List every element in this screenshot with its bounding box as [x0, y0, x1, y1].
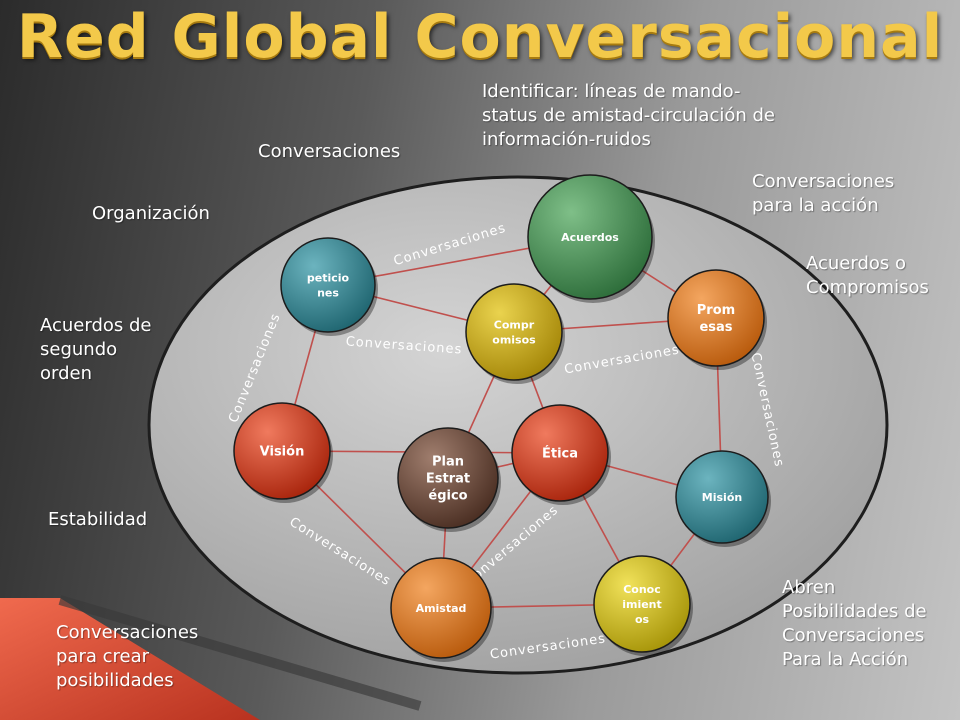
node-circle	[675, 450, 769, 544]
note-estabilidad: Estabilidad	[48, 509, 148, 530]
slide-title: Red Global Conversacional	[16, 2, 944, 72]
node-etica: Ética	[511, 404, 611, 505]
node-label: Ética	[542, 446, 578, 462]
node-circle	[390, 557, 492, 659]
node-circle	[667, 269, 765, 367]
note-crear-posibilidades: Conversaciones para crear posibilidades	[56, 622, 199, 691]
node-label: Visión	[260, 445, 305, 460]
node-circle	[527, 174, 653, 300]
node-circle	[593, 555, 691, 653]
note-conversaciones: Conversaciones	[258, 141, 401, 162]
corner-stripe	[58, 595, 422, 711]
node-circle	[511, 404, 609, 502]
node-circle	[397, 427, 499, 529]
note-organizacion: Organización	[92, 203, 210, 224]
node-circle	[465, 283, 563, 381]
note-para-accion: Conversaciones para la acción	[752, 171, 895, 216]
node-amistad: Amistad	[390, 557, 494, 662]
node-vision: Visión	[233, 402, 333, 503]
corner-band	[0, 598, 260, 720]
node-label: Acuerdos	[561, 231, 619, 244]
note-identificar: Identificar: líneas de mando- status de …	[482, 81, 775, 150]
node-label: Misión	[702, 491, 742, 504]
node-circle	[233, 402, 331, 500]
note-segundo-orden: Acuerdos de segundo orden	[40, 315, 152, 384]
node-acuerdos: Acuerdos	[527, 174, 655, 303]
node-circle	[280, 237, 376, 333]
note-abren: Abren Posibilidades de Conversaciones Pa…	[782, 577, 927, 670]
node-mision: Misión	[675, 450, 771, 547]
note-acuerdos-compromisos: Acuerdos o Compromisos	[806, 253, 929, 298]
node-label: Amistad	[416, 602, 467, 615]
